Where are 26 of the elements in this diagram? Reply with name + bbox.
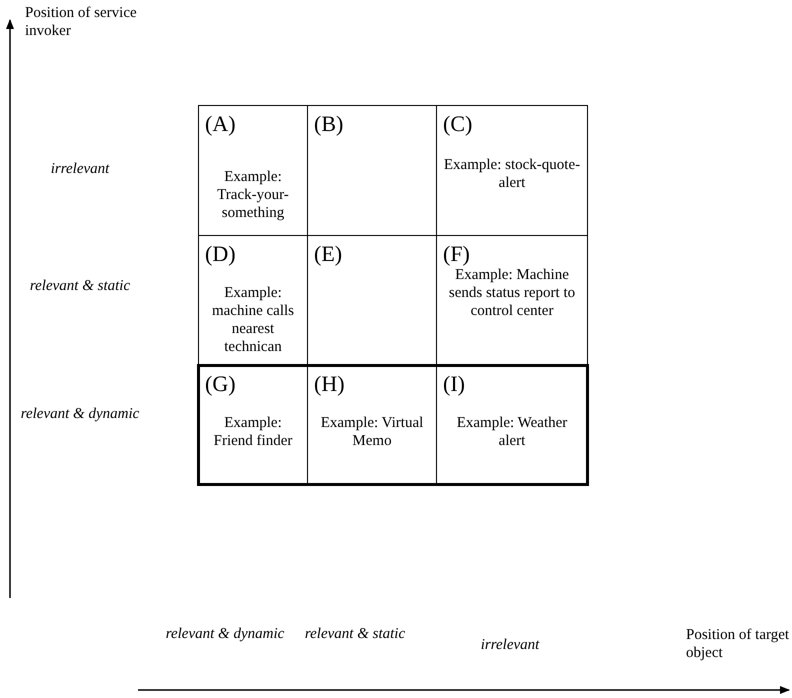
example-text: Example: machine calls nearest technican: [210, 284, 296, 356]
cell-letter: (I): [443, 372, 465, 396]
column-label: irrelevant: [480, 636, 540, 654]
cell-letter: (E): [314, 242, 342, 266]
example-text: Example: stock-quote-alert: [443, 156, 581, 192]
grid-cell: [198, 105, 308, 236]
column-label: relevant & dynamic: [165, 625, 285, 643]
row-label: irrelevant: [50, 160, 110, 178]
cell-letter: (C): [443, 112, 472, 136]
column-label: relevant & static: [304, 625, 406, 643]
cell-letter: (F): [443, 242, 470, 266]
row-label: relevant & static: [28, 277, 132, 295]
row-label: relevant & dynamic: [20, 405, 140, 423]
axis-title: Position of target object: [686, 626, 790, 662]
example-text: Example: Machine sends status report to control center: [448, 266, 576, 320]
cell-letter: (D): [205, 242, 236, 266]
example-text: Example: Virtual Memo: [320, 414, 424, 450]
grid-cell: [436, 105, 588, 236]
cell-letter: (B): [314, 112, 344, 136]
cell-letter: (G): [205, 372, 236, 396]
cell-letter: (A): [205, 112, 236, 136]
example-text: Example: Track-your-something: [216, 168, 290, 222]
example-text: Example: Friend finder: [212, 414, 294, 450]
cell-letter: (H): [314, 372, 345, 396]
example-text: Example: Weather alert: [456, 414, 568, 450]
axis-title: Position of service invoker: [25, 4, 138, 40]
